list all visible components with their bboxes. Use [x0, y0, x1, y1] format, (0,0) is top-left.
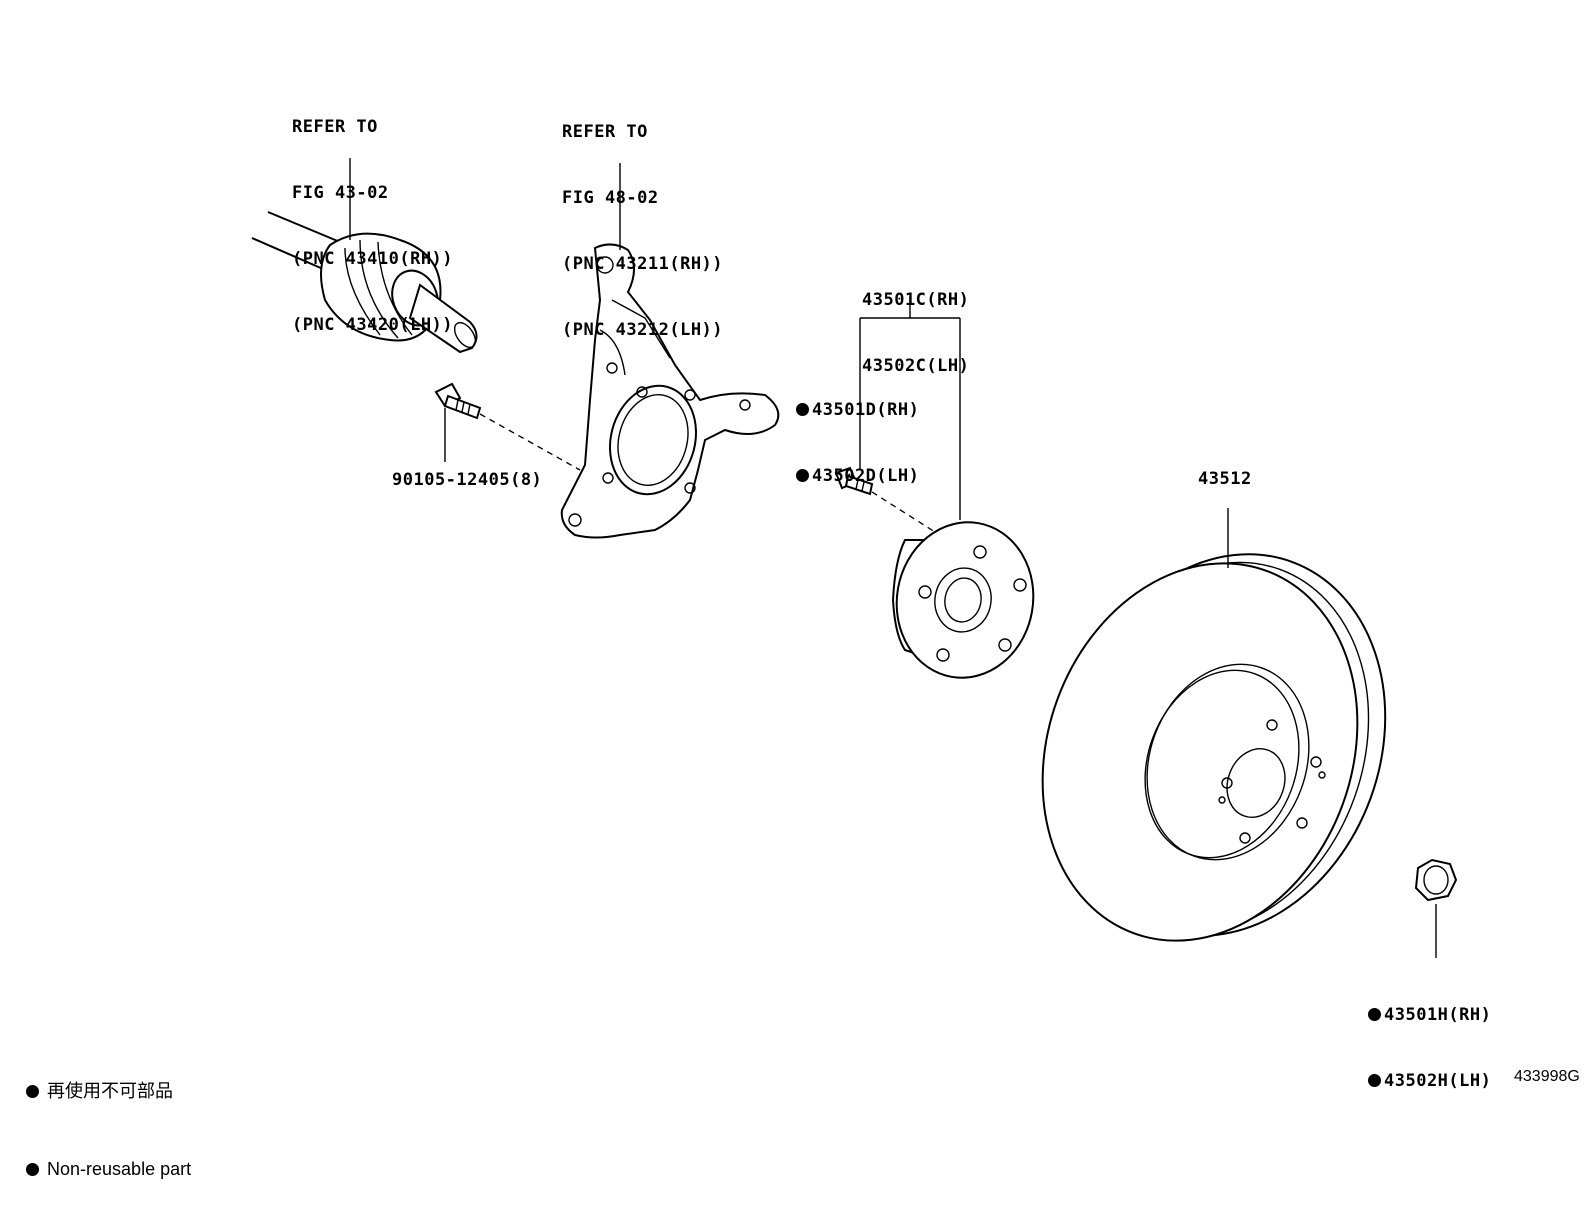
nut-part-lh: 43502H(LH): [1368, 1070, 1491, 1092]
driveshaft-ref-line-4: (PNC 43420(LH)): [292, 315, 454, 335]
exploded-parts-diagram: [251, 158, 1458, 958]
non-reusable-dot-icon: [26, 1085, 39, 1098]
legend-jp-text: 再使用不可部品: [47, 1081, 174, 1101]
knuckle-ref-line-1: REFER TO: [562, 122, 648, 142]
driveshaft-ref-line-3: (PNC 43410(RH)): [292, 249, 454, 269]
knuckle-ref-line-2: FIG 48-02: [562, 188, 659, 208]
hub-part-rh: 43501C(RH): [862, 290, 970, 310]
hub-bolt-part-lh: 43502D(LH): [796, 465, 919, 487]
knuckle-ref-line-4: (PNC 43212(LH)): [562, 320, 724, 340]
legend-jp: 再使用不可部品: [26, 1078, 191, 1104]
knuckle-ref-line-3: (PNC 43211(RH)): [562, 254, 724, 274]
knuckle-reference: REFER TO FIG 48-02 (PNC 43211(RH)) (PNC …: [562, 77, 723, 363]
hub-bearing-assembly: [891, 521, 1035, 679]
driveshaft-ref-line-1: REFER TO: [292, 117, 378, 137]
brake-disc-rotor: [1041, 508, 1387, 942]
nut-rh-text: 43501H(RH): [1384, 1005, 1492, 1025]
disc-part-number: 43512: [1198, 469, 1252, 489]
legend: 再使用不可部品 Non-reusable part: [26, 1026, 191, 1208]
drive-shaft: [251, 158, 478, 354]
steering-knuckle: [560, 163, 780, 539]
non-reusable-dot-icon: [796, 469, 809, 482]
nut-lh-text: 43502H(LH): [1384, 1071, 1492, 1091]
hub-bolt-lh-text: 43502D(LH): [812, 466, 920, 486]
flange-bolt: [434, 382, 581, 471]
hub-nut: [1414, 858, 1458, 958]
hub-leader: [859, 296, 961, 520]
non-reusable-dot-icon: [1368, 1074, 1381, 1087]
hub-bolt: [834, 466, 936, 533]
bolt-part-number: 90105-12405(8): [392, 470, 543, 490]
hub-part-number: 43501C(RH) 43502C(LH): [862, 245, 969, 399]
driveshaft-reference: REFER TO FIG 43-02 (PNC 43410(RH)) (PNC …: [292, 72, 453, 358]
driveshaft-ref-line-2: FIG 43-02: [292, 183, 389, 203]
hub-bolt-part-rh: 43501D(RH): [796, 399, 919, 421]
hub-part-lh: 43502C(LH): [862, 356, 970, 376]
hub-bolt-rh-text: 43501D(RH): [812, 400, 920, 420]
non-reusable-dot-icon: [1368, 1008, 1381, 1021]
illustration-code: 433998G: [1514, 1068, 1580, 1085]
legend-en-text: Non-reusable part: [47, 1159, 192, 1179]
hub-bolt-part-number: 43501D(RH) 43502D(LH): [796, 355, 919, 509]
non-reusable-dot-icon: [26, 1163, 39, 1176]
legend-en: Non-reusable part: [26, 1156, 191, 1182]
nut-part-number: 43501H(RH) 43502H(LH): [1368, 960, 1491, 1114]
nut-part-rh: 43501H(RH): [1368, 1004, 1491, 1026]
non-reusable-dot-icon: [796, 403, 809, 416]
